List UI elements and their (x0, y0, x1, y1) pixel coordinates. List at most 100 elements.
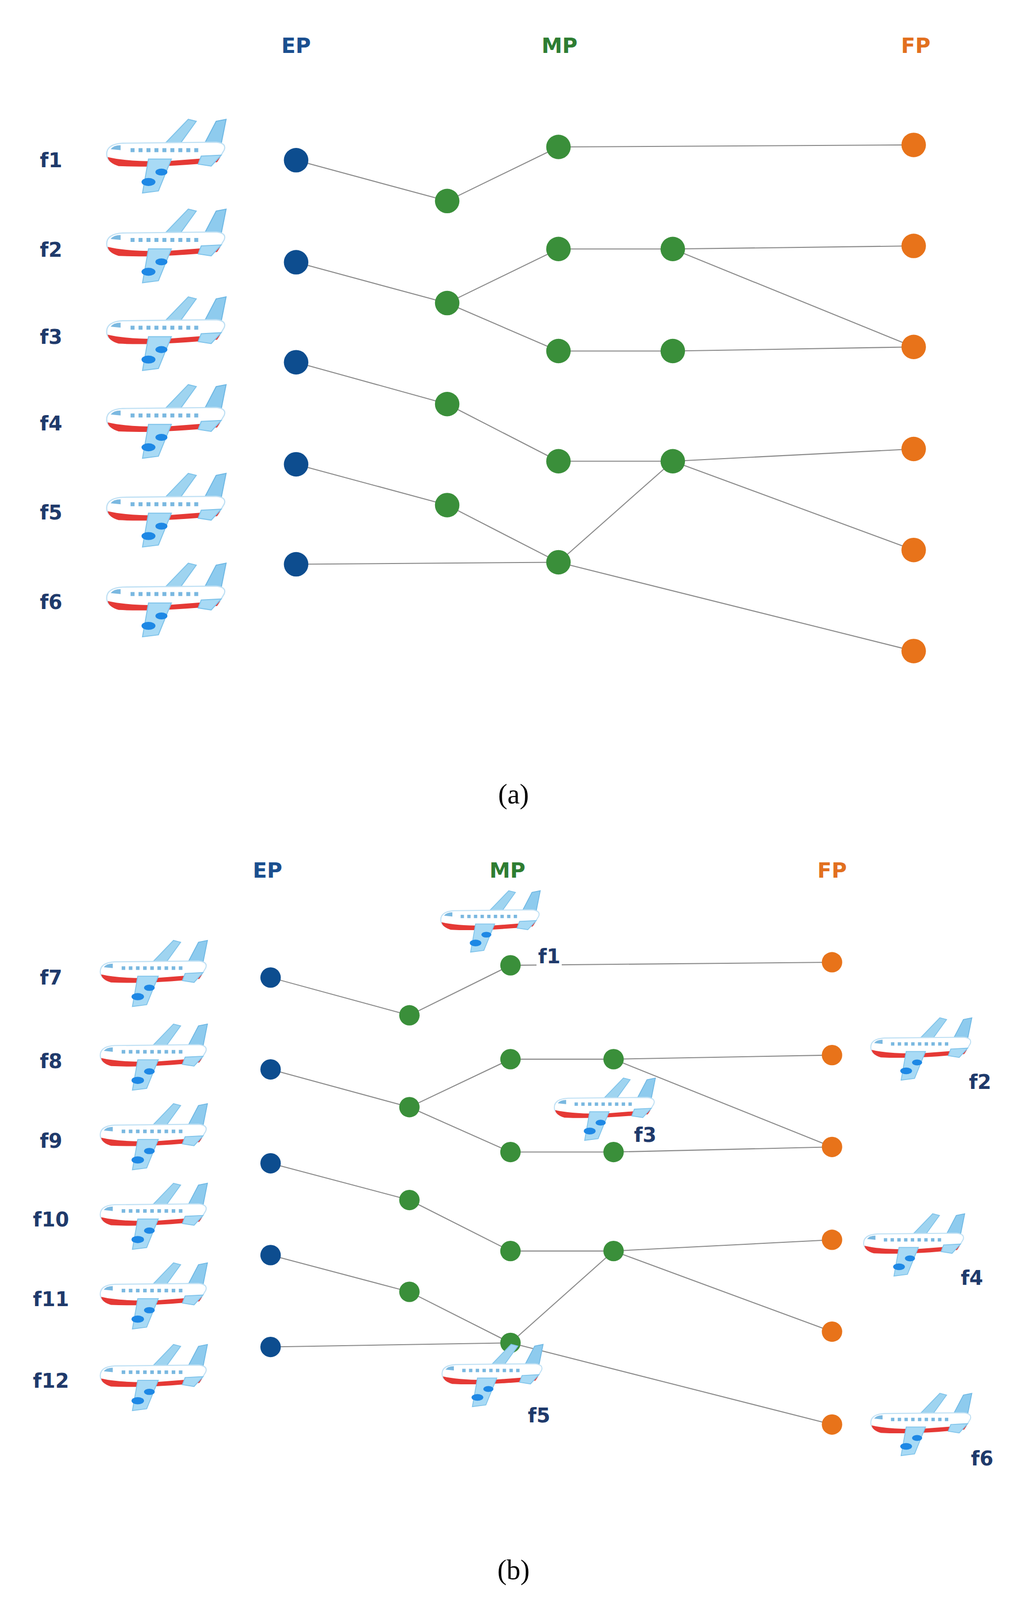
graph-link (613, 1251, 832, 1333)
flight-label: f2 (38, 238, 64, 262)
graph-point (284, 552, 309, 578)
graph-link (447, 404, 559, 462)
airplane-icon (100, 940, 208, 1008)
point-type-header: MP (487, 858, 528, 883)
airplane-icon (106, 384, 227, 459)
flight-label: f5 (38, 501, 64, 525)
flight-label: f7 (38, 966, 64, 990)
airplane-icon (870, 1018, 972, 1081)
graph-point (821, 1137, 842, 1158)
airplane-icon (100, 1104, 208, 1171)
subfigure-caption: (a) (496, 778, 531, 811)
graph-point (500, 955, 521, 976)
graph-point (901, 335, 927, 360)
airplane-icon (100, 1024, 208, 1091)
graph-link (558, 145, 914, 147)
graph-point (435, 291, 460, 316)
graph-link (447, 505, 559, 563)
point-type-header: MP (539, 33, 580, 58)
graph-point (284, 249, 309, 275)
graph-link (295, 262, 447, 304)
graph-link (409, 1200, 511, 1252)
graph-point (500, 1049, 521, 1070)
flight-label: f8 (38, 1050, 64, 1073)
graph-point (260, 1153, 281, 1174)
graph-link (558, 461, 673, 563)
graph-point (660, 339, 686, 364)
flight-label: f3 (632, 1123, 658, 1147)
flight-label: f1 (536, 945, 562, 969)
graph-point (546, 550, 572, 576)
graph-point (821, 1229, 842, 1251)
point-type-header: FP (815, 858, 848, 883)
graph-point (901, 132, 927, 158)
graph-link (672, 248, 914, 347)
graph-link (447, 303, 559, 352)
graph-link (613, 1240, 832, 1252)
graph-link (510, 1059, 614, 1061)
graph-point (435, 391, 460, 417)
airplane-icon (106, 563, 227, 637)
graph-link (510, 1251, 614, 1344)
graph-point (500, 1142, 521, 1163)
flight-label: f2 (967, 1071, 993, 1094)
graph-link (613, 1147, 832, 1153)
graph-point (399, 1005, 420, 1026)
graph-link (558, 248, 673, 250)
graph-point (260, 1337, 281, 1358)
graph-link (613, 1055, 832, 1060)
graph-point (901, 233, 927, 259)
airplane-icon (441, 1344, 543, 1408)
graph-point (260, 967, 281, 988)
graph-point (660, 237, 686, 262)
graph-point (260, 1059, 281, 1080)
flight-label: f12 (31, 1369, 71, 1393)
graph-link (447, 248, 559, 303)
flight-label: f9 (38, 1129, 64, 1153)
graph-link (672, 461, 914, 550)
graph-link (270, 1163, 410, 1201)
graph-point (660, 449, 686, 475)
point-type-header: EP (251, 858, 284, 883)
graph-point (546, 134, 572, 160)
airplane-icon (863, 1214, 965, 1277)
flight-label: f4 (959, 1267, 985, 1290)
flight-label: f10 (31, 1208, 71, 1232)
graph-point (821, 1321, 842, 1343)
airplane-icon (100, 1183, 208, 1251)
point-type-header: FP (899, 33, 932, 58)
graph-point (821, 1414, 842, 1436)
graph-link (295, 562, 559, 565)
graph-link (510, 1343, 832, 1425)
airplane-icon (106, 473, 227, 548)
graph-link (558, 350, 673, 352)
point-type-header: EP (279, 33, 312, 58)
graph-link (270, 1070, 410, 1108)
graph-point (284, 349, 309, 375)
graph-point (260, 1245, 281, 1266)
graph-point (284, 452, 309, 478)
graph-link (409, 1292, 511, 1344)
graph-point (399, 1190, 420, 1211)
flight-label: f6 (969, 1447, 995, 1471)
graph-link (558, 460, 673, 462)
graph-link (447, 146, 559, 201)
graph-panel (284, 132, 927, 664)
graph-link (672, 245, 914, 249)
flight-label: f6 (38, 590, 64, 614)
graph-link (295, 160, 447, 202)
flight-label: f4 (38, 412, 64, 436)
graph-link (270, 977, 410, 1016)
graph-point (603, 1241, 624, 1262)
graph-point (603, 1142, 624, 1163)
flight-label: f1 (38, 148, 64, 172)
airplane-icon (106, 296, 227, 371)
graph-link (295, 464, 447, 506)
airplane-icon (106, 209, 227, 284)
graph-link (510, 1152, 614, 1154)
graph-point (500, 1241, 521, 1262)
graph-link (558, 562, 914, 651)
graph-point (435, 189, 460, 214)
graph-point (901, 437, 927, 462)
graph-point (546, 449, 572, 475)
